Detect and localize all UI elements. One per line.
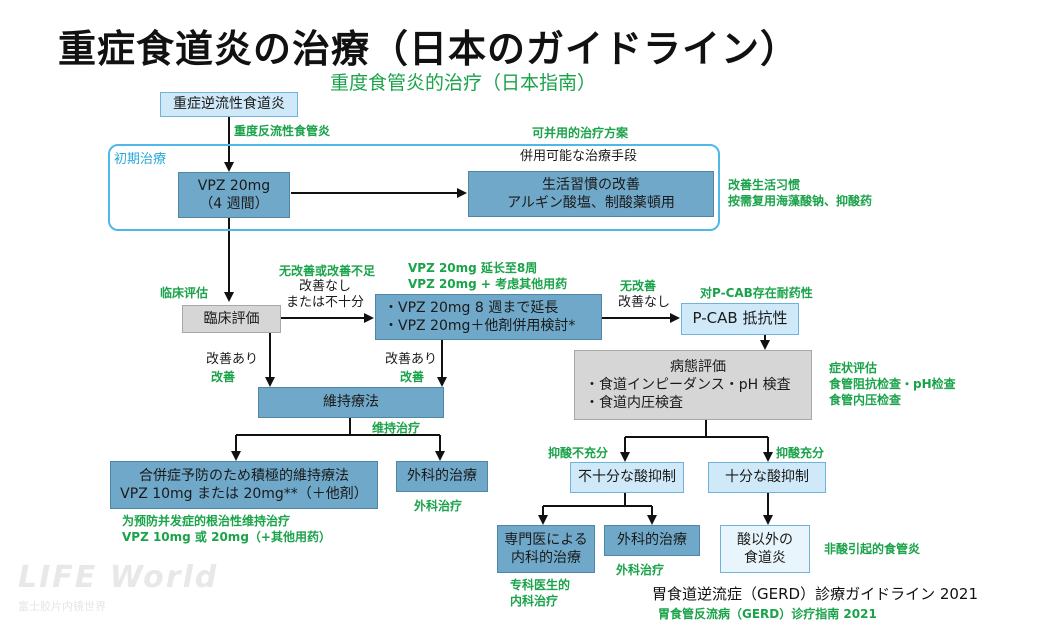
edge-label-improvement-1: 改善あり	[206, 352, 259, 367]
page-subtitle: 重度食管炎的治疗（日本指南）	[330, 72, 597, 94]
node-insufficient-acid: 不十分な酸抑制	[570, 462, 684, 493]
note-combined-cn: 可并用的治疗方案	[532, 126, 629, 140]
node-clinical-evaluation: 臨床評価	[182, 305, 281, 333]
note-no-improve-cn-2: 无改善	[620, 279, 657, 293]
note-surgery-left-cn: 外科治疗	[414, 499, 463, 513]
note-improve-cn-2: 改善	[400, 370, 425, 384]
note-complication-cn: 为预防并发症的根治性维持治疗 VPZ 10mg 或 20mg（+其他用药）	[122, 514, 331, 545]
note-improve-cn-1: 改善	[211, 370, 236, 384]
node-severe-reflux-esophagitis: 重症逆流性食道炎	[160, 92, 298, 117]
node-complication-maintenance: 合併症予防のため積極的維持療法 VPZ 10mg または 20mg**（＋他剤）	[110, 461, 378, 509]
page-title: 重症食道炎の治療（日本のガイドライン）	[58, 27, 800, 71]
node-pcab-resistance: P-CAB 抵抗性	[681, 303, 799, 335]
note-start-cn: 重度反流性食管炎	[234, 124, 331, 138]
reference-cn: 胃食管反流病（GERD）诊疗指南 2021	[658, 607, 877, 621]
note-extend-cn: VPZ 20mg 延长至8周 VPZ 20mg + 考虑其他用药	[408, 261, 568, 292]
node-specialist-treatment: 専門医による 内科的治療	[497, 525, 595, 573]
note-pcab-cn: 对P-CAB存在耐药性	[700, 286, 813, 300]
note-non-acid-cn: 非酸引起的食管炎	[824, 542, 921, 556]
note-sufficient-cn: 抑酸充分	[776, 446, 825, 460]
watermark-logo: LIFE World	[18, 560, 219, 595]
edge-label-no-improvement-2: 改善なし	[618, 295, 671, 310]
note-lifestyle-cn: 改善生活习惯 按需复用海藻酸钠、抑酸药	[728, 178, 873, 209]
node-lifestyle: 生活習慣の改善 アルギン酸塩、制酸薬頓用	[468, 171, 714, 217]
edge-label-improvement-2: 改善あり	[385, 352, 438, 367]
node-sufficient-acid: 十分な酸抑制	[708, 462, 826, 493]
node-surgery-right: 外科的治療	[604, 525, 700, 556]
initial-treatment-frame	[108, 144, 720, 231]
combined-treatment-label: 併用可能な治療手段	[520, 149, 638, 164]
note-pathology-cn: 症状评估 食管阻抗检查・pH检查 食管内压检查	[829, 361, 956, 408]
note-clinical-cn: 临床评估	[160, 286, 209, 300]
node-non-acid-esophagitis: 酸以外の 食道炎	[720, 525, 810, 573]
watermark-sub: 富士胶片内镜世界	[18, 600, 106, 613]
note-maintenance-cn: 维持治疗	[372, 421, 421, 435]
node-vpz-initial: VPZ 20mg （4 週間）	[178, 172, 290, 218]
note-no-improve-cn-1: 无改善或改善不足	[279, 264, 376, 278]
edge-label-no-improvement-1: 改善なし または不十分	[286, 279, 365, 311]
note-surgery-right-cn: 外科治疗	[616, 563, 665, 577]
reference-jp: 胃食道逆流症（GERD）診療ガイドライン 2021	[652, 585, 979, 603]
initial-treatment-label: 初期治療	[114, 152, 167, 167]
note-specialist-cn: 专科医生的 内科治疗	[510, 578, 571, 609]
node-maintenance: 維持療法	[258, 387, 444, 418]
node-extend-vpz: ・VPZ 20mg 8 週まで延長 ・VPZ 20mg＋他剤併用検討*	[375, 294, 602, 340]
note-insufficient-cn: 抑酸不充分	[548, 446, 609, 460]
node-surgery-left: 外科的治療	[396, 461, 488, 492]
node-pathology-evaluation: 病態評価 ・食道インピーダンス・pH 検査 ・食道内圧検査	[574, 350, 812, 420]
